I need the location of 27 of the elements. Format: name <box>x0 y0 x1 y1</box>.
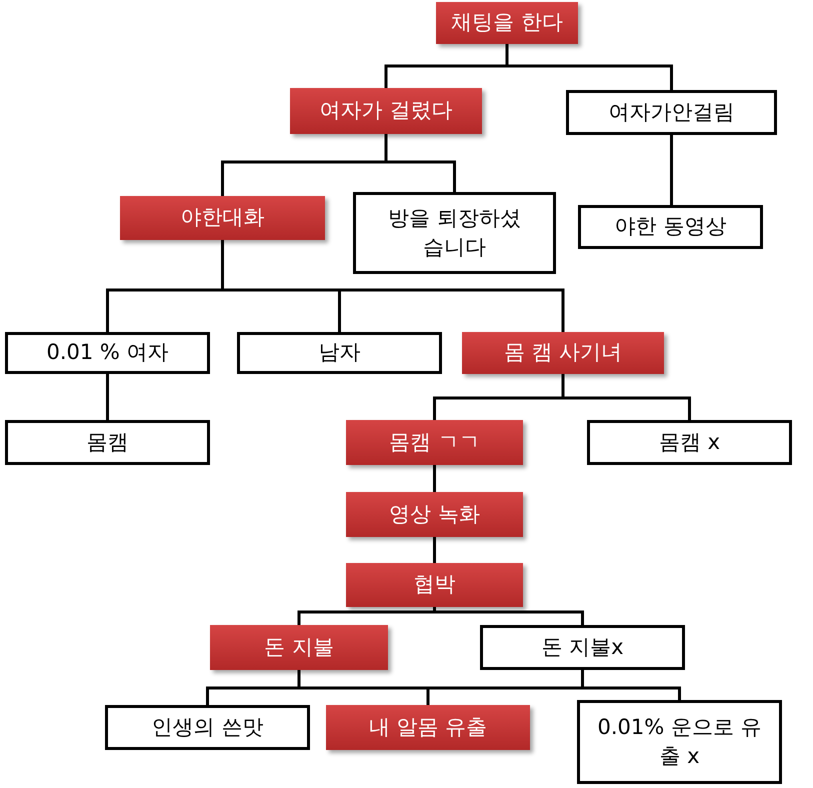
connector-line <box>433 465 436 492</box>
connector-line <box>562 374 691 420</box>
highlighted-box: 몸캠 ㄱㄱ <box>346 420 523 465</box>
process-box: 남자 <box>237 332 442 374</box>
highlighted-box: 채팅을 한다 <box>436 2 578 44</box>
connector-line <box>221 240 564 332</box>
connector-line <box>506 44 673 90</box>
process-box: 여자가안걸림 <box>566 90 777 135</box>
highlighted-box: 돈 지불 <box>210 625 388 670</box>
process-box: 몸캠 x <box>587 420 792 465</box>
highlighted-box: 영상 녹화 <box>346 492 523 537</box>
highlighted-box: 여자가 걸렸다 <box>290 88 482 134</box>
highlighted-box: 협박 <box>346 563 523 607</box>
highlighted-box: 야한대화 <box>120 196 325 240</box>
process-box: 0.01 % 여자 <box>5 332 210 374</box>
connector-line <box>670 135 673 205</box>
process-box: 인생의 쓴맛 <box>105 705 310 750</box>
highlighted-box: 내 알몸 유출 <box>326 705 530 750</box>
process-box: 0.01% 운으로 유출 x <box>577 700 782 784</box>
process-box: 야한 동영상 <box>578 205 763 249</box>
connector-line <box>384 134 456 192</box>
highlighted-box: 몸 캠 사기녀 <box>462 332 664 374</box>
connector-line <box>433 537 436 563</box>
process-box: 돈 지불x <box>480 625 685 670</box>
process-box: 몸캠 <box>5 420 210 465</box>
connector-line <box>106 374 109 420</box>
process-box: 방을 퇴장하셨 습니다 <box>353 192 556 274</box>
